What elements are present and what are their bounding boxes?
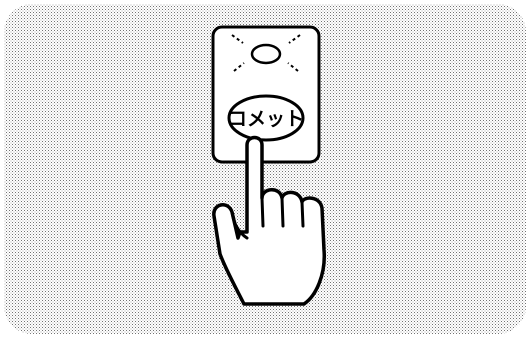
remote-control: コメット (213, 27, 319, 162)
comet-button-label: コメット (228, 108, 304, 130)
comet-button[interactable]: コメット (228, 96, 304, 140)
